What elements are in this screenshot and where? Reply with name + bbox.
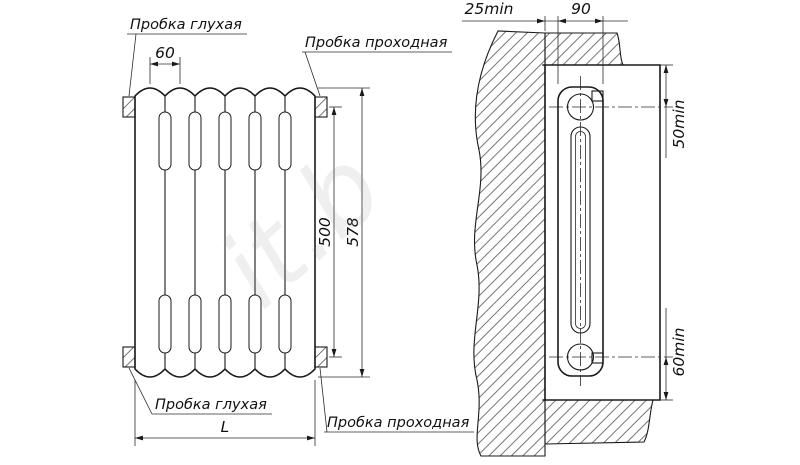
plug-top-left [122, 96, 136, 118]
dim-height: 578 [318, 87, 370, 378]
slot [278, 111, 292, 171]
bottom-joint-detail [591, 352, 604, 364]
callout-plug-blind-top: Пробка глухая [127, 17, 247, 97]
callout-plug-blind-bottom: Пробка глухая [128, 367, 272, 415]
arrowhead [663, 357, 669, 365]
slot [158, 111, 172, 171]
plug-top-right [314, 96, 328, 118]
dim-top-gap-value: 50min [670, 100, 688, 149]
plug-bottom-left [122, 346, 136, 368]
leader-line [304, 51, 321, 97]
wall-section [473, 30, 654, 457]
dim-bottom-clearance: 60min [660, 308, 688, 401]
arrowhead [172, 61, 180, 67]
niche-outline [542, 64, 661, 401]
callout-plug-through-top: Пробка проходная [302, 35, 452, 97]
label-plug-through-top: Пробка проходная [305, 35, 448, 51]
plug-bottom-right [314, 346, 328, 368]
leader-line [128, 367, 153, 415]
arrowhead [307, 435, 315, 441]
section-slots [158, 111, 292, 354]
arrowhead [331, 349, 337, 357]
wall-hatch-lintel [544, 32, 624, 66]
dim-length: L [134, 380, 316, 446]
dim-section-pitch: 60 [149, 44, 181, 84]
arrowhead [135, 435, 143, 441]
label-plug-blind-top: Пробка глухая [130, 17, 242, 33]
arrowhead [359, 88, 365, 96]
slot [218, 111, 232, 171]
arrowhead [558, 18, 566, 24]
dim-pitch-value: 60 [155, 44, 175, 62]
dim-wall-gap-value: 25min [465, 0, 514, 18]
column-window-inner [575, 131, 586, 329]
slot [248, 294, 262, 354]
slot [188, 111, 202, 171]
callout-plug-through-bottom: Пробка проходная [319, 367, 474, 433]
arrowhead [537, 18, 545, 24]
arrowhead [359, 369, 365, 377]
arrowhead [595, 18, 603, 24]
dim-length-value: L [221, 418, 230, 436]
wall-hatch-main [473, 30, 546, 457]
arrowhead [331, 107, 337, 115]
slot [278, 294, 292, 354]
slot [248, 111, 262, 171]
dim-bottom-gap-value: 60min [670, 328, 688, 377]
dim-top-clearance: 50min [660, 64, 688, 158]
slot [218, 294, 232, 354]
radiator-side-profile [549, 76, 673, 386]
dim-axis-value: 500 [316, 217, 334, 247]
side-view: 25min 90 50min 60min [462, 0, 688, 457]
slot [188, 294, 202, 354]
label-plug-blind-bottom: Пробка глухая [155, 397, 267, 413]
arrowhead [150, 61, 158, 67]
dim-axis-distance: 500 [316, 106, 342, 358]
wall-hatch-sill [544, 399, 654, 445]
leader-line [128, 33, 137, 97]
label-plug-through-bottom: Пробка проходная [327, 415, 470, 431]
leader-line [319, 367, 328, 433]
arrowhead [663, 99, 669, 107]
front-view: 60 500 578 L [122, 17, 474, 446]
radiator-front-outline [134, 87, 316, 378]
arrowhead [663, 65, 669, 73]
dim-wall-clearance-and-depth: 25min 90 [462, 0, 628, 84]
slot [158, 294, 172, 354]
dim-height-value: 578 [344, 217, 362, 247]
dim-depth-value: 90 [571, 0, 591, 18]
arrowhead [663, 392, 669, 400]
top-joint-detail [591, 90, 604, 102]
